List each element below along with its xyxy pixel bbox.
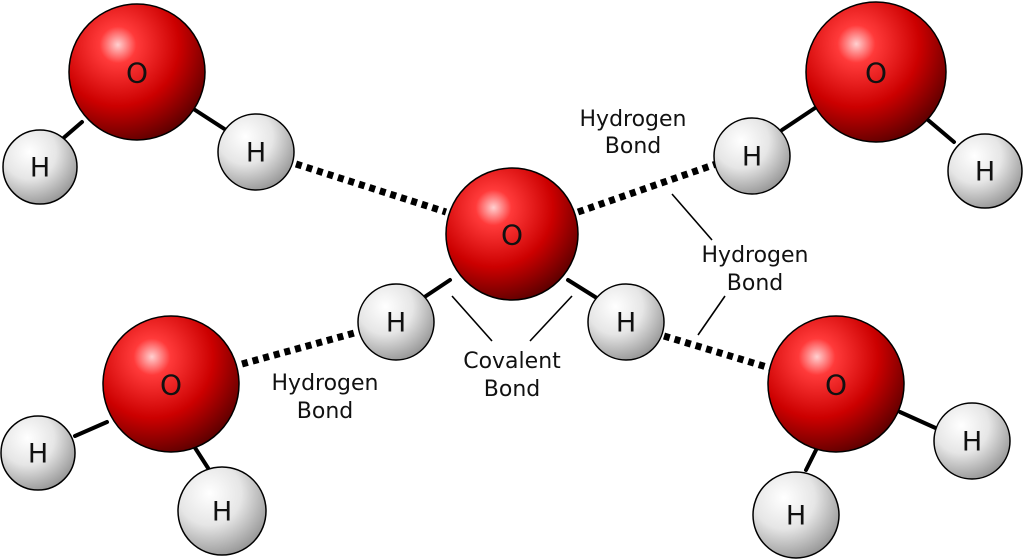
hydrogen-bond-bottom-right [662,332,772,372]
oxygen-atom [102,315,240,453]
oxygen-label: O [160,369,182,402]
hydrogen-atom [0,415,76,491]
hydrogen-label: H [28,439,48,470]
water-molecule-top-right: O H H [713,1,1023,209]
hydrogen-bond-label-top-right: Hydrogen Bond [580,107,687,159]
hydrogen-atom [933,402,1011,480]
hydrogen-label: H [962,427,982,458]
leader-line-hbond-right-lower [697,295,726,336]
hydrogen-label: H [246,138,266,169]
hydrogen-atom [947,133,1023,209]
caption-line: Bond [605,134,661,159]
leader-line-hbond-right-upper [671,193,713,241]
hydrogen-atom [752,471,840,559]
hydrogen-label: H [212,497,232,528]
caption-line: Hydrogen [272,371,379,396]
leader-lines [451,193,726,342]
hydrogen-bond-bottom-left [241,328,359,368]
hydrogen-atom [587,283,665,361]
hydrogen-label: H [786,501,806,532]
oxygen-label: O [825,369,847,402]
hydrogen-atom [2,129,78,205]
oxygen-label: O [501,219,523,252]
hydrogen-bond-top-right [576,160,718,216]
caption-line: Bond [727,271,783,296]
water-molecule-bottom-left: O H H [0,315,267,556]
hydrogen-bond-top-left [294,160,448,216]
oxygen-label: O [126,57,148,90]
oxygen-atom [767,315,905,453]
covalent-bond-line [926,118,956,144]
covalent-bond-line [566,278,602,302]
oxygen-atom [445,167,579,301]
caption-line: Bond [484,377,540,402]
water-molecule-top-left: O H H [2,3,295,205]
caption-line: Covalent [463,349,561,374]
covalent-bond-label: Covalent Bond [463,349,561,402]
caption-line: Bond [297,399,353,424]
hydrogen-label: H [742,142,762,173]
caption-line: Hydrogen [702,243,809,268]
hydrogen-label: H [30,153,50,184]
hydrogen-label: H [386,308,406,339]
leader-line-covalent-right [529,295,573,342]
covalent-bond-line [190,106,228,132]
hydrogen-bond-label-right: Hydrogen Bond [702,243,809,296]
hydrogen-bond-label-left: Hydrogen Bond [272,371,379,424]
water-molecule-center: O H H [357,167,665,361]
hydrogen-atom [357,283,435,361]
oxygen-atom [68,3,206,141]
covalent-bond-line [898,410,942,432]
hydrogen-atom [713,117,791,195]
hydrogen-bonds [241,160,772,372]
hydrogen-label: H [975,157,995,188]
oxygen-atom [805,1,947,143]
covalent-bond-line [73,420,109,438]
covalent-bond-line [780,106,817,132]
hydrogen-atom [217,113,295,191]
hydrogen-atom [177,466,267,556]
water-molecule-bottom-right: O H H [752,315,1011,559]
covalent-bond-line [804,444,820,472]
oxygen-label: O [865,57,887,90]
caption-line: Hydrogen [580,107,687,132]
leader-line-covalent-left [451,295,493,342]
hydrogen-label: H [616,308,636,339]
